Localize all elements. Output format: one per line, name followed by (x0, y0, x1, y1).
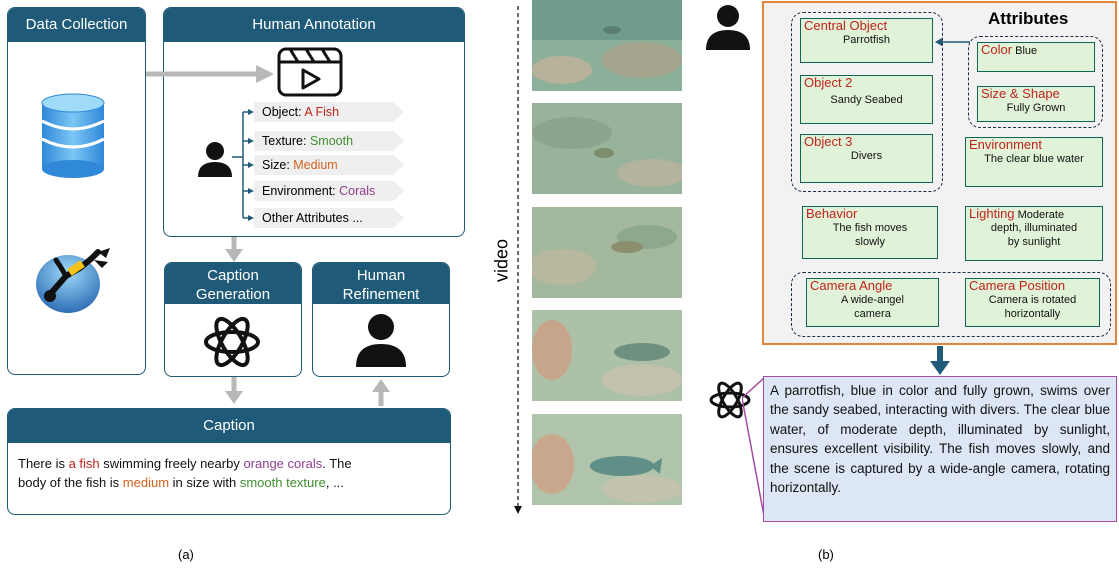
refinement-person-icon (356, 314, 406, 367)
openai-icon (204, 316, 260, 368)
caption-line-1: There is a fish swimming freely nearby o… (18, 456, 352, 471)
video-frame-3 (532, 207, 682, 298)
caption-generation-title: Caption Generation (165, 263, 301, 304)
video-frame-4 (532, 310, 682, 401)
annotation-to-generation-arrow (225, 237, 243, 262)
video-frame-2 (532, 103, 682, 194)
data-collection-panel: Data Collection (7, 7, 146, 375)
final-caption-text: A parrotfish, blue in color and fully gr… (770, 383, 1110, 496)
central-object-box: Central Object Parrotfish (800, 18, 933, 63)
human-refinement-title: Human Refinement (313, 263, 449, 304)
attribute-other: Other Attributes ... (254, 208, 404, 228)
label-b: (b) (818, 547, 834, 562)
video-clapper-icon (277, 47, 343, 97)
object-attributes-group (968, 36, 1103, 128)
camera-position-box: Camera Position Camera is rotated horizo… (965, 278, 1100, 327)
generation-to-caption-arrow (225, 377, 243, 404)
attribute-texture: Texture: Smooth (254, 131, 404, 151)
lighting-box: Lighting Moderate depth, illuminated by … (965, 206, 1103, 261)
video-timeline-arrow (514, 6, 522, 514)
caption-line-2: body of the fish is medium in size with … (18, 475, 344, 490)
object2-box: Object 2 Sandy Seabed (800, 75, 933, 124)
human-annotation-title: Human Annotation (164, 8, 464, 42)
video-frame-5 (532, 414, 682, 505)
caption-panel: Caption There is a fish swimming freely … (7, 408, 451, 515)
database-icon (41, 93, 105, 178)
attributes-to-caption-arrow (930, 346, 950, 375)
object3-box: Object 3 Divers (800, 134, 933, 183)
objects-group (791, 12, 943, 192)
caption-title: Caption (8, 409, 450, 443)
caption-text: There is a fish swimming freely nearby o… (8, 443, 450, 492)
behavior-box: Behavior The fish moves slowly (802, 206, 938, 259)
camera-group (791, 272, 1111, 337)
label-a: (a) (178, 547, 194, 562)
diver-icon (36, 248, 110, 313)
attributes-person-icon (706, 5, 750, 50)
attribute-size: Size: Medium (254, 155, 404, 175)
attribute-environment: Environment: Corals (254, 181, 404, 201)
human-annotation-panel: Human Annotation (163, 7, 465, 237)
color-box: Color Blue (977, 42, 1095, 72)
environment-box: Environment The clear blue water (965, 137, 1103, 187)
attribute-object: Object: A Fish (254, 102, 404, 122)
video-frame-1 (532, 0, 682, 91)
caption-generation-panel: Caption Generation (164, 262, 302, 377)
attributes-title: Attributes (988, 9, 1069, 28)
video-label: video (491, 238, 512, 283)
camera-angle-box: Camera Angle A wide-angel camera (806, 278, 939, 327)
openai-icon-b (709, 381, 751, 419)
caption-callout (742, 377, 765, 517)
attributes-to-object-arrow (935, 38, 970, 46)
attribute-bracket (232, 109, 254, 221)
size-shape-box: Size & Shape Fully Grown (977, 86, 1095, 122)
collection-to-annotation-arrow (146, 65, 274, 83)
final-caption-box: A parrotfish, blue in color and fully gr… (763, 376, 1117, 522)
caption-to-refinement-arrow (372, 379, 390, 406)
annotator-person-icon (198, 142, 232, 177)
data-collection-title: Data Collection (8, 8, 145, 42)
